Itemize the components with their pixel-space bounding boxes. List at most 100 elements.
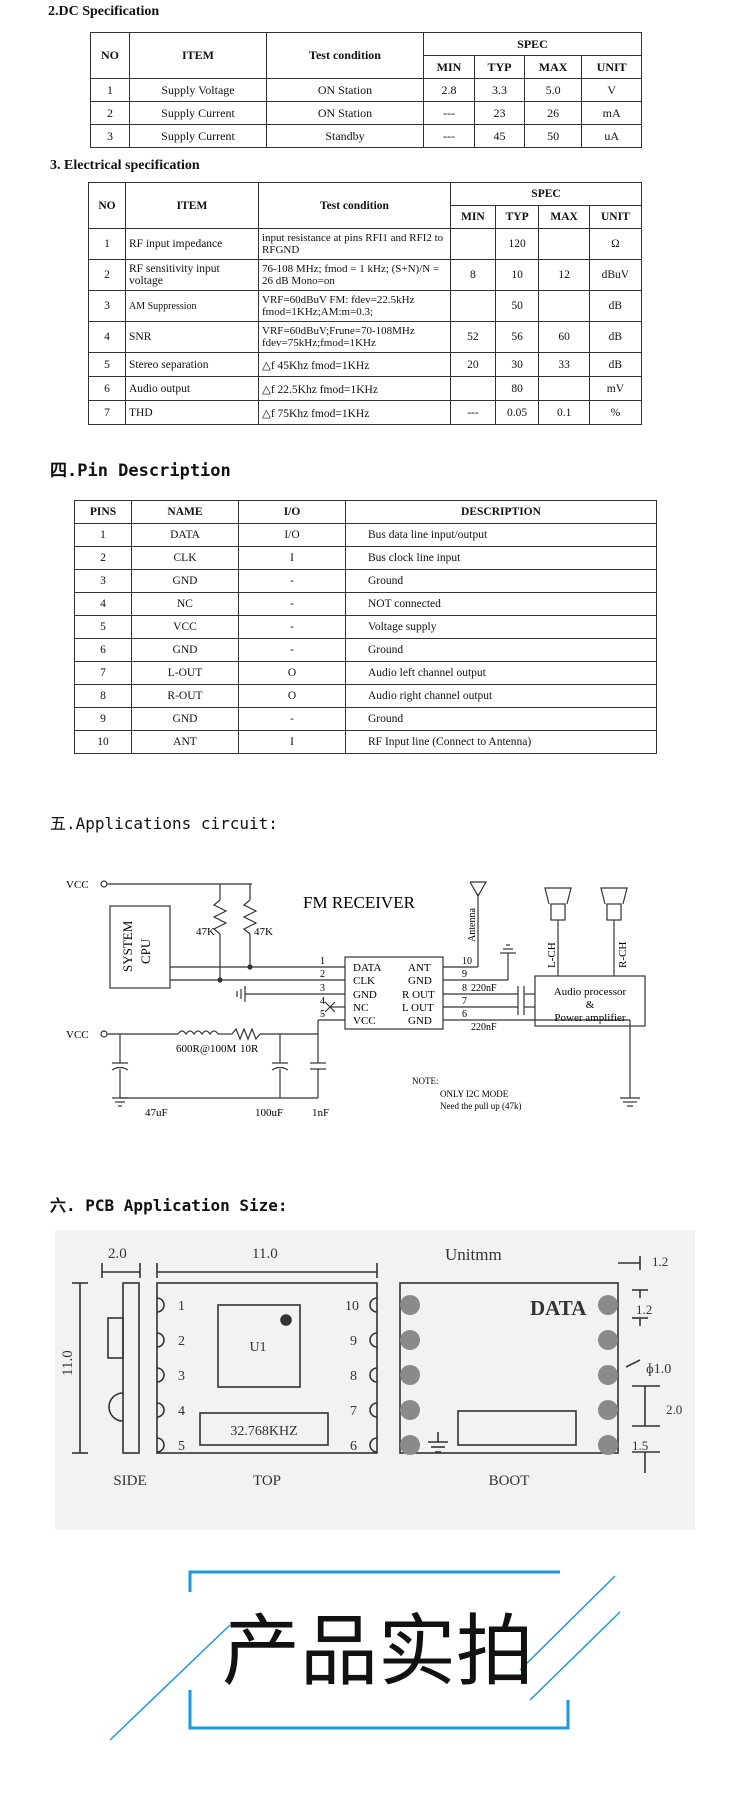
table-row: 3 AM Suppression VRF=60dBuV FM: fdev=22.…	[88, 290, 643, 322]
table-row: 3 Supply Current Standby --- 45 50 uA	[90, 124, 642, 148]
boot-label: BOOT	[489, 1473, 530, 1489]
cell: I	[238, 730, 346, 754]
cell	[538, 228, 590, 260]
pin-label: CLK	[353, 975, 375, 987]
cell: 6	[88, 376, 126, 401]
inductor-label: 600R@100M	[176, 1043, 236, 1055]
cell: CLK	[131, 546, 239, 570]
cell: Ground	[345, 707, 657, 731]
pin-number: 4	[320, 996, 325, 1007]
cell: RF input impedance	[125, 228, 259, 260]
pcb-title: 六. PCB Application Size:	[50, 1196, 288, 1215]
cell: 9	[74, 707, 132, 731]
cell: 10	[74, 730, 132, 754]
cell: 6	[74, 638, 132, 662]
cell: 1	[74, 523, 132, 547]
table-row: 1 RF input impedance input resistance at…	[88, 228, 643, 260]
dim-1-2-a: 1.2	[652, 1254, 668, 1269]
dc-h-spec: SPEC	[423, 32, 642, 56]
table-row: 4 SNR VRF=60dBuV;Frune=70-108MHz fdev=75…	[88, 321, 643, 353]
cell: dB	[588, 290, 643, 322]
elec-h-min: MIN	[450, 205, 496, 229]
elec-h-cond: Test condition	[258, 182, 451, 229]
cell: 60	[538, 321, 590, 353]
cell: Supply Current	[129, 101, 267, 125]
cell: AM Suppression	[125, 290, 259, 322]
cell: 30	[494, 352, 540, 377]
cpu-label-1: SYSTEM	[120, 920, 135, 972]
elec-table: NO ITEM Test condition SPEC MIN TYP MAX …	[88, 182, 643, 425]
cell: 120	[494, 228, 540, 260]
cell: ---	[450, 400, 496, 425]
pin-label: GND	[408, 975, 432, 987]
pin-number: 10	[462, 956, 472, 967]
cell: 2	[88, 259, 126, 291]
cell: SNR	[125, 321, 259, 353]
cell: 3.3	[474, 78, 525, 102]
cap-1nf-label: 1nF	[312, 1107, 329, 1119]
cell: R-OUT	[131, 684, 239, 708]
cell: 0.1	[538, 400, 590, 425]
fm-receiver-label: FM RECEIVER	[303, 893, 416, 912]
pin-label: GND	[408, 1015, 432, 1027]
cell: Audio left channel output	[345, 661, 657, 685]
processor-label-1: Audio processor	[554, 986, 627, 998]
pcb-pin-number: 9	[350, 1334, 357, 1349]
cell: ANT	[131, 730, 239, 754]
dim-side-width: 2.0	[108, 1246, 127, 1262]
cell: 7	[74, 661, 132, 685]
cell: 3	[88, 290, 126, 322]
cell: 12	[538, 259, 590, 291]
data-label: DATA	[530, 1296, 587, 1320]
cell: NC	[131, 592, 239, 616]
pin-label: NC	[353, 1002, 368, 1014]
cell: Ω	[588, 228, 643, 260]
pin-number: 9	[462, 969, 467, 980]
cell: 1	[88, 228, 126, 260]
pcb-size-diagram: 2.0 11.0 Unitmm 1.2 1.2 11.0 ɸ1.0 2.0 1.…	[55, 1230, 695, 1530]
dc-h-no: NO	[90, 32, 130, 79]
cell: Supply Current	[129, 124, 267, 148]
pin-label: GND	[353, 989, 377, 1001]
dc-h-max: MAX	[523, 55, 583, 79]
pins-h-io: I/O	[238, 500, 346, 524]
table-row: 1 Supply Voltage ON Station 2.8 3.3 5.0 …	[90, 78, 642, 102]
pin-number: 2	[320, 969, 325, 980]
cell: -	[238, 592, 346, 616]
pcb-pin-number: 8	[350, 1369, 357, 1384]
unit-label: Unitmm	[445, 1245, 502, 1264]
cell: 3	[74, 569, 132, 593]
note-label-1: NOTE:	[412, 1076, 439, 1086]
pin-label: VCC	[353, 1015, 376, 1027]
cell: VCC	[131, 615, 239, 639]
pin-label: L OUT	[402, 1002, 434, 1014]
pins-h-pins: PINS	[74, 500, 132, 524]
cell: 45	[474, 124, 525, 148]
cell: VRF=60dBuV;Frune=70-108MHz fdev=75kHz;fm…	[258, 321, 451, 353]
cell: 3	[90, 124, 130, 148]
cell: Ground	[345, 638, 657, 662]
cell: 4	[88, 321, 126, 353]
dim-1-2-b: 1.2	[636, 1302, 652, 1317]
elec-h-typ: TYP	[494, 205, 540, 229]
dim-height: 11.0	[60, 1350, 76, 1376]
cell: 52	[450, 321, 496, 353]
elec-title: 3. Electrical specification	[50, 158, 200, 173]
table-row: 5 Stereo separation △f 45Khz fmod=1KHz 2…	[88, 352, 643, 377]
vcc-label-top: VCC	[66, 879, 89, 891]
processor-label-2: &	[586, 999, 595, 1011]
pins-h-desc: DESCRIPTION	[345, 500, 657, 524]
pins-title: 四.Pin Description	[50, 461, 231, 481]
cap-47uf-label: 47uF	[145, 1107, 168, 1119]
dim-hole: ɸ1.0	[646, 1362, 671, 1377]
pin-label: R OUT	[402, 989, 435, 1001]
cell: GND	[131, 707, 239, 731]
resistor-1-label: 47K	[196, 926, 215, 938]
cell: Bus data line input/output	[345, 523, 657, 547]
pcb-pin-number: 2	[178, 1334, 185, 1349]
